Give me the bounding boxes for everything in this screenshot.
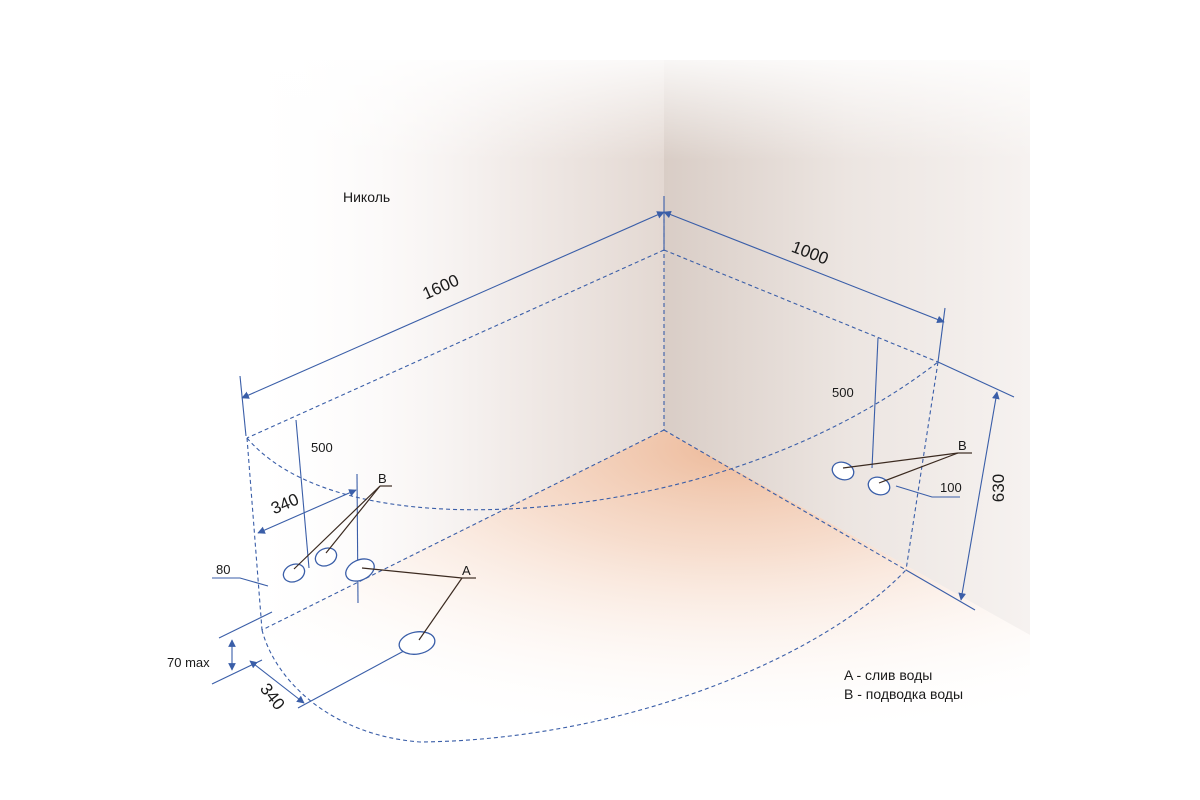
- dim-500-right-label: 500: [832, 385, 854, 400]
- ext-630-top: [937, 361, 1015, 398]
- leader-b-left-1: [293, 485, 381, 570]
- leader-a-1: [361, 567, 463, 579]
- base-right-edge: [663, 429, 907, 571]
- leader-b-right-2: [878, 452, 959, 484]
- dim-70-label: 70 max: [167, 655, 210, 670]
- leader-b-left-2: [325, 485, 381, 554]
- top-fade: [240, 40, 1030, 160]
- ext-500-right: [871, 337, 879, 469]
- rim-left-edge: [246, 249, 665, 439]
- marker-b-right: B: [958, 438, 967, 453]
- dim-340-upper-line: [257, 489, 357, 534]
- base-left-edge: [261, 429, 665, 631]
- dim-340-lower-line: [249, 660, 305, 704]
- leader-a-2: [418, 577, 463, 641]
- ext-left-1600: [239, 375, 247, 437]
- ext-630-bottom: [905, 569, 976, 611]
- leader-80: [212, 577, 269, 587]
- leader-b-right-1: [842, 452, 959, 469]
- supply-right-1: [831, 461, 855, 481]
- product-title: Николь: [343, 189, 390, 205]
- floor: [240, 430, 1030, 780]
- drain-guide-line: [297, 644, 416, 709]
- ext-70-top: [218, 611, 273, 639]
- legend-a: A - слив воды: [844, 667, 932, 683]
- dim-630-label: 630: [989, 474, 1008, 502]
- rim-front-arc: [246, 361, 939, 511]
- dim-100-label: 100: [940, 480, 962, 495]
- drain-floor: [398, 631, 436, 655]
- dim-1000-line: [663, 210, 945, 324]
- dim-630-line: [958, 391, 1000, 601]
- drain-upper: [345, 558, 375, 582]
- marker-leaders: [293, 452, 972, 641]
- leader-100: [895, 485, 960, 498]
- right-wall: [664, 60, 1030, 635]
- dim-1600-line: [241, 211, 665, 399]
- supply-left-2: [314, 547, 338, 567]
- dim-80-label: 80: [216, 562, 230, 577]
- marker-b-left: B: [378, 471, 387, 486]
- marker-a: A: [462, 563, 471, 578]
- legend-b: B - подводка воды: [844, 686, 963, 702]
- right-front-vertical: [905, 361, 939, 571]
- dim-500-left-label: 500: [311, 440, 333, 455]
- supply-left-1: [282, 563, 306, 583]
